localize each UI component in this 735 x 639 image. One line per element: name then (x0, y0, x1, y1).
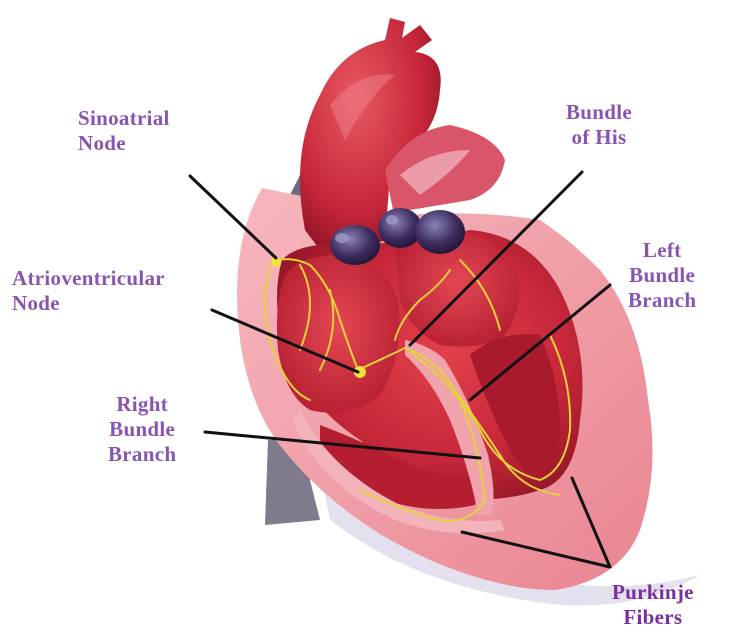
label-bundle-of-his: Bundle of His (566, 100, 632, 150)
label-line: Fibers (612, 605, 694, 630)
label-sinoatrial-node: Sinoatrial Node (78, 106, 170, 156)
label-line: Branch (108, 442, 176, 467)
label-line: Node (12, 291, 165, 316)
label-line: Bundle (108, 417, 176, 442)
label-right-bundle-branch: Right Bundle Branch (108, 392, 176, 467)
label-left-bundle-branch: Left Bundle Branch (628, 238, 696, 313)
label-line: Atrioventricular (12, 266, 165, 291)
label-line: Bundle (566, 100, 632, 125)
label-line: Branch (628, 288, 696, 313)
label-line: Sinoatrial (78, 106, 170, 131)
label-line: of His (566, 125, 632, 150)
label-line: Purkinje (612, 580, 694, 605)
label-line: Left (628, 238, 696, 263)
label-atrioventricular-node: Atrioventricular Node (12, 266, 165, 316)
label-line: Right (108, 392, 176, 417)
label-purkinje-fibers: Purkinje Fibers (612, 580, 694, 630)
label-line: Bundle (628, 263, 696, 288)
label-line: Node (78, 131, 170, 156)
